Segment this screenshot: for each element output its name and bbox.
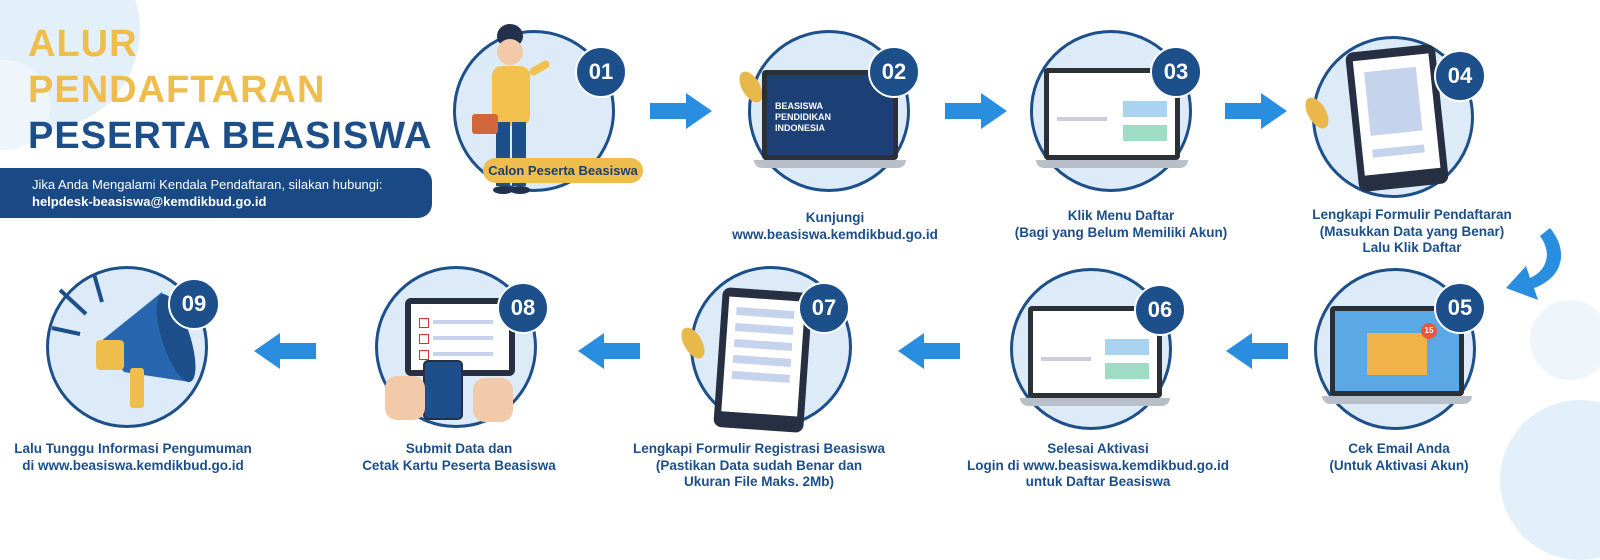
step-09-number: 09: [168, 278, 220, 330]
step-03-number: 03: [1150, 46, 1202, 98]
step-05-number: 05: [1434, 282, 1486, 334]
help-text: Jika Anda Mengalami Kendala Pendaftaran,…: [32, 177, 383, 192]
step-08-caption: Submit Data dan Cetak Kartu Peserta Beas…: [362, 441, 556, 473]
title-line-2: PENDAFTARAN: [28, 69, 326, 111]
step-07: 07: [676, 266, 860, 436]
megaphone-icon: [51, 273, 196, 408]
step-04: 04: [1300, 36, 1486, 206]
step-02-number: 02: [868, 46, 920, 98]
step-08-number: 08: [497, 282, 549, 334]
step-06-caption: Selesai Aktivasi Login di www.beasiswa.k…: [966, 441, 1230, 489]
arrow-right-icon: [1225, 93, 1287, 129]
step-05-caption: Cek Email Anda (Untuk Aktivasi Akun): [1329, 441, 1469, 473]
arrow-right-icon: [945, 93, 1007, 129]
step-09: 09: [46, 266, 220, 436]
step-04-number: 04: [1434, 50, 1486, 102]
step-04-caption: Lengkapi Formulir Pendaftaran (Masukkan …: [1312, 207, 1512, 255]
title-line-3: PESERTA BEASISWA: [28, 115, 433, 157]
arrow-left-icon: [898, 333, 960, 369]
phone-card-icon: [423, 360, 463, 420]
help-email: helpdesk-beasiswa@kemdikbud.go.id: [32, 194, 267, 209]
step-01-number: 01: [575, 46, 627, 98]
step-06: 06: [1010, 268, 1186, 438]
notification-badge: 15: [1421, 323, 1437, 339]
arrow-left-icon: [1226, 333, 1288, 369]
step-09-caption: Lalu Tunggu Informasi Pengumuman di www.…: [14, 441, 252, 473]
step-08: 08: [375, 266, 549, 436]
step-03: 03: [1030, 30, 1202, 200]
step-07-number: 07: [798, 282, 850, 334]
title-line-1: ALUR: [28, 23, 138, 65]
arrow-left-icon: [578, 333, 640, 369]
bg-blob-right: [1530, 300, 1600, 380]
helpdesk-box: Jika Anda Mengalami Kendala Pendaftaran,…: [0, 168, 432, 218]
step-05: 15 05: [1314, 268, 1486, 438]
arrow-right-icon: [650, 93, 712, 129]
laptop-icon: [1044, 68, 1180, 160]
screen-title-1: BEASISWA: [775, 101, 824, 111]
laptop-icon: BEASISWA PENDIDIKAN INDONESIA: [762, 70, 898, 160]
hand-icon: [385, 376, 425, 420]
hand-icon: [473, 378, 513, 422]
step-02: BEASISWA PENDIDIKAN INDONESIA 02: [734, 30, 920, 200]
step-02-caption: Kunjungi www.beasiswa.kemdikbud.go.id: [732, 210, 938, 242]
tablet-icon: [1344, 43, 1450, 193]
step-03-caption: Klik Menu Daftar (Bagi yang Belum Memili…: [1014, 208, 1228, 240]
person-label: Calon Peserta Beasiswa: [483, 158, 643, 183]
bg-blob-bottom-right: [1500, 400, 1600, 560]
screen-title-2: PENDIDIKAN: [775, 112, 832, 122]
arrow-curve-down-icon: [1506, 228, 1562, 300]
step-07-caption: Lengkapi Formulir Registrasi Beasiswa (P…: [632, 441, 886, 489]
email-envelope-icon: [1367, 333, 1427, 375]
step-06-number: 06: [1134, 284, 1186, 336]
screen-title-3: INDONESIA: [775, 123, 826, 133]
arrow-left-icon: [254, 333, 316, 369]
